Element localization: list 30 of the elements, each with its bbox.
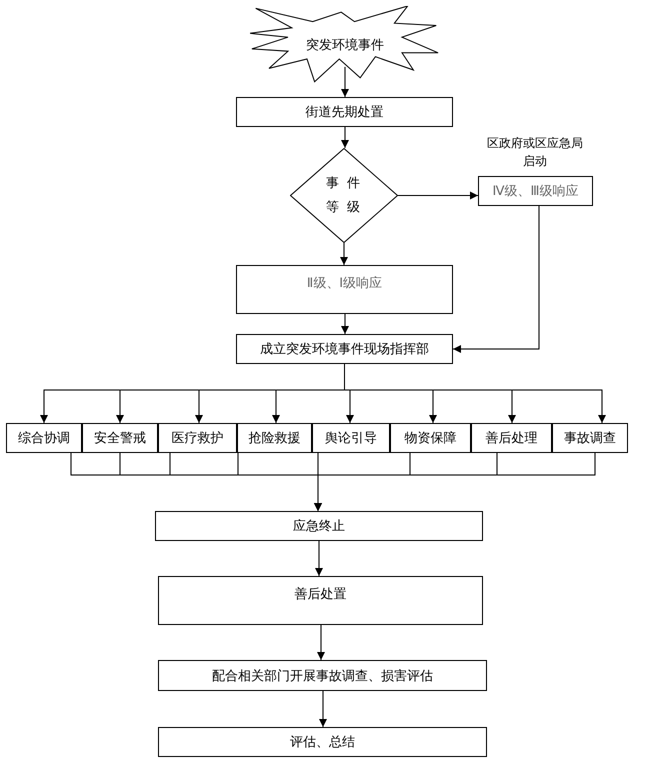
process-box: 评估、总结: [158, 727, 487, 757]
arrow: [314, 452, 596, 512]
arrow: [319, 690, 327, 728]
process-box: 医疗救护: [158, 423, 237, 453]
process-box: Ⅳ级、Ⅲ级响应: [478, 176, 593, 206]
process-box: 配合相关部门开展事故调查、损害评估: [158, 660, 487, 691]
process-box: 善后处理: [471, 423, 552, 453]
arrow: [340, 242, 348, 266]
arrow: [341, 126, 349, 148]
process-box: 抢险救援: [237, 423, 312, 453]
decision-diamond: 事件等级: [290, 148, 398, 243]
process-box: Ⅱ级、Ⅰ级响应: [236, 265, 453, 314]
arrow: [341, 314, 349, 334]
explosion-shape: 突发环境事件: [250, 6, 440, 84]
arrow: [317, 624, 325, 660]
arrow: [398, 192, 478, 200]
process-box: 事故调查: [552, 423, 628, 453]
arrow: [341, 66, 349, 98]
process-box: 成立突发环境事件现场指挥部: [236, 334, 453, 364]
process-box: 善后处置: [158, 576, 483, 625]
arrow: [344, 364, 606, 424]
process-box: 综合协调: [6, 423, 82, 453]
process-box: 舆论引导: [312, 423, 390, 453]
process-box: 街道先期处置: [236, 97, 453, 127]
arrow: [452, 206, 540, 353]
process-box: 物资保障: [390, 423, 471, 453]
heading-text: 区政府或区应急局启动: [486, 135, 584, 170]
arrow: [315, 540, 323, 576]
process-box: 应急终止: [155, 511, 483, 541]
process-box: 安全警戒: [82, 423, 158, 453]
